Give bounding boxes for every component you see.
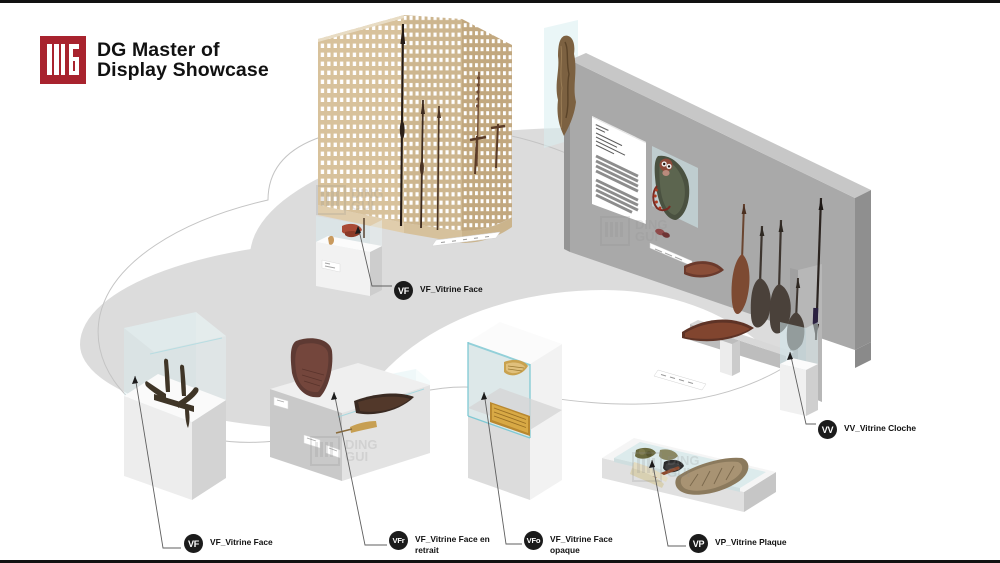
- canoe-artifacts: [682, 261, 754, 342]
- annotation-vfo-bottom[interactable]: VFo VF_Vitrine Face opaque: [524, 531, 613, 555]
- annotation-vv-right[interactable]: VV VV_Vitrine Cloche: [818, 420, 916, 439]
- counter-vitrine-canoe: [270, 338, 430, 481]
- annotation-vf-top[interactable]: VF VF_Vitrine Face: [394, 281, 483, 300]
- floor-label-card-3: [653, 369, 707, 391]
- curved-lattice-screen: [318, 15, 512, 243]
- hanging-spears: [399, 23, 506, 231]
- brand-logo[interactable]: DG Master of Display Showcase: [40, 36, 269, 84]
- badge-vf: VF: [184, 534, 203, 553]
- brand-name: DG Master of Display Showcase: [97, 38, 269, 81]
- annotation-vp-bottom[interactable]: VP VP_Vitrine Plaque: [689, 534, 787, 553]
- annotation-label: VV_Vitrine Cloche: [844, 423, 916, 433]
- floor-label-card-2: [431, 231, 501, 247]
- tall-column-cloche: [780, 322, 818, 416]
- annotation-label: VF_Vitrine Face: [210, 537, 273, 547]
- annotation-label: VF_Vitrine Face opaque: [550, 534, 613, 555]
- gray-display-wall: [564, 53, 871, 402]
- badge-vp: VP: [689, 534, 708, 553]
- annotation-vf-bottom-left[interactable]: VF VF_Vitrine Face: [184, 534, 273, 553]
- showcase-caption-card: [649, 242, 693, 267]
- badge-vfr: VFr: [389, 531, 408, 550]
- wall-artifact-showcase: [652, 146, 698, 238]
- badge-vv: VV: [818, 420, 837, 439]
- annotation-label: VP_Vitrine Plaque: [715, 537, 787, 547]
- tall-cabinet-opaque: [467, 322, 562, 500]
- hanging-paddles: [731, 197, 824, 351]
- pedestal-vitrine-face-top: [316, 216, 382, 296]
- annotation-label: VF_Vitrine Face: [420, 284, 483, 294]
- low-plaque-vitrine: [602, 438, 776, 512]
- wall-text-panel: [592, 116, 646, 224]
- brand-name-line1: DG Master of: [97, 38, 220, 61]
- annotation-vfr-bottom[interactable]: VFr VF_Vitrine Face en retrait: [389, 531, 490, 555]
- plinth-cloche-antlers: [124, 312, 226, 500]
- badge-vf: VF: [394, 281, 413, 300]
- annotation-label: VF_Vitrine Face en retrait: [415, 534, 490, 555]
- dg-square-logo-icon: [40, 36, 86, 84]
- badge-vfo: VFo: [524, 531, 543, 550]
- brand-name-line2: Display Showcase: [97, 59, 269, 81]
- bark-artifact: [556, 35, 576, 136]
